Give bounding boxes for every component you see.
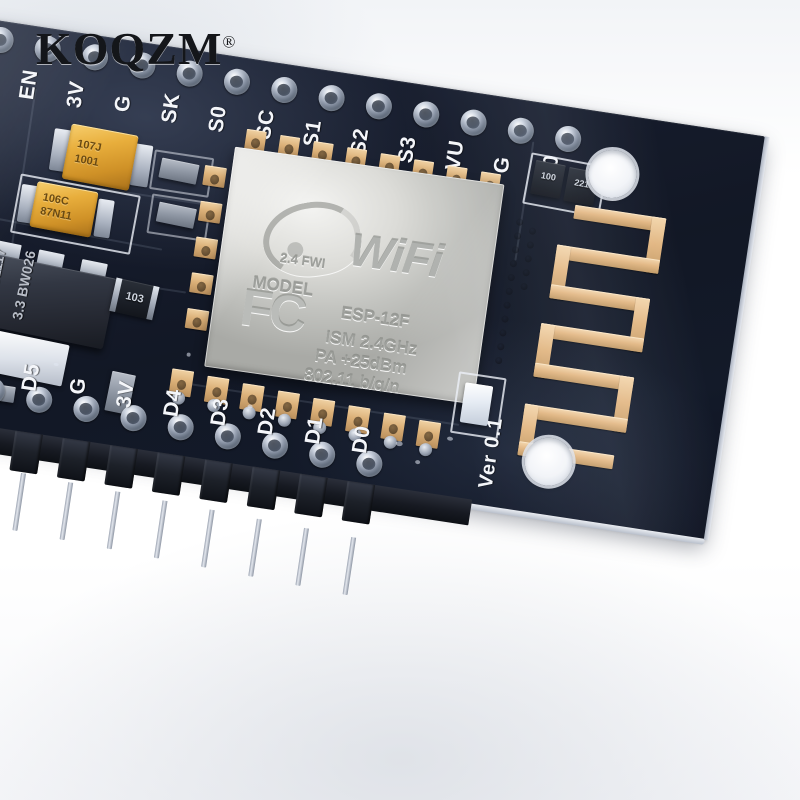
pin-label-3v: 3V <box>62 79 90 110</box>
pin-label-d3: D3 <box>206 396 234 428</box>
pin-pad <box>364 91 394 122</box>
pin-label-s0: S0 <box>204 104 232 134</box>
pin-pad <box>269 75 300 105</box>
watermark-text: KOQZM <box>36 23 223 74</box>
header-pin-block <box>294 473 328 518</box>
regulator-marking-line2: 3.3 BW026 <box>8 249 39 322</box>
header-pin-leg <box>201 509 215 568</box>
regulator-marking-line1: AMS1117 <box>0 246 9 310</box>
pin-pad <box>71 394 102 424</box>
smd-resistor-103: 103 <box>109 277 160 321</box>
pin-pad <box>316 83 347 113</box>
header-pin-leg <box>59 482 74 541</box>
capacitor-marking-line2: 1001 <box>73 152 100 169</box>
header-pin-leg <box>248 518 262 577</box>
header-pin-block <box>56 437 91 482</box>
fcc-mark-icon: FC <box>236 278 308 345</box>
pin-label-sk: SK <box>157 91 185 125</box>
antenna-trace <box>555 244 661 274</box>
module-castellation <box>184 307 210 332</box>
pin-label-g2: G <box>489 154 515 176</box>
tantalum-capacitor-107j: 107J 1001 <box>61 123 139 191</box>
header-pin-block <box>151 452 186 496</box>
antenna-trace <box>523 403 628 433</box>
resistor-marking: 103 <box>124 290 145 306</box>
capacitor-marking-line1: 107J <box>76 137 103 155</box>
resistor-marking: 100 <box>540 170 557 183</box>
module-castellation <box>189 272 214 296</box>
header-pin-leg <box>106 491 121 550</box>
pin-pad <box>506 116 536 146</box>
pin-label-d5: D5 <box>17 361 45 393</box>
header-pin-block <box>104 444 138 489</box>
module-brand-text: WiFi <box>346 222 446 288</box>
antenna-trace <box>539 323 645 353</box>
pin-pad <box>411 99 442 130</box>
header-pin-block <box>341 480 376 525</box>
header-pin-block <box>9 430 44 475</box>
pin-pad <box>553 124 583 154</box>
module-castellation <box>197 200 223 224</box>
pin-label-d2: D2 <box>253 405 281 437</box>
module-model-number: ESP-12F <box>339 303 411 332</box>
header-pin-leg <box>295 527 309 586</box>
pin-pad <box>458 107 489 138</box>
header-pin-leg <box>12 472 27 532</box>
header-pin-block <box>199 459 233 504</box>
module-castellation <box>202 164 227 189</box>
watermark-registered-icon: ® <box>222 32 237 52</box>
pin-label-3v2: 3V <box>112 379 139 410</box>
smd-resistor-100: 100 <box>530 159 566 199</box>
pin-label-g1: G <box>110 93 136 114</box>
watermark: KOQZM® <box>36 22 236 75</box>
header-pin-leg <box>153 500 168 559</box>
header-pin-block <box>246 466 281 511</box>
header-pin-leg <box>342 537 357 596</box>
esp12f-rf-shield: 2.4 FWI WiFi MODEL FC ESP-12F ISM 2.4GHz… <box>204 146 505 405</box>
pin-label-d1: D1 <box>300 414 328 446</box>
pin-pad <box>0 25 16 55</box>
pin-label-g3: G <box>65 376 91 397</box>
pin-label-d0: D0 <box>347 424 375 455</box>
pin-label-d4: D4 <box>159 387 187 419</box>
module-castellation <box>193 236 219 260</box>
